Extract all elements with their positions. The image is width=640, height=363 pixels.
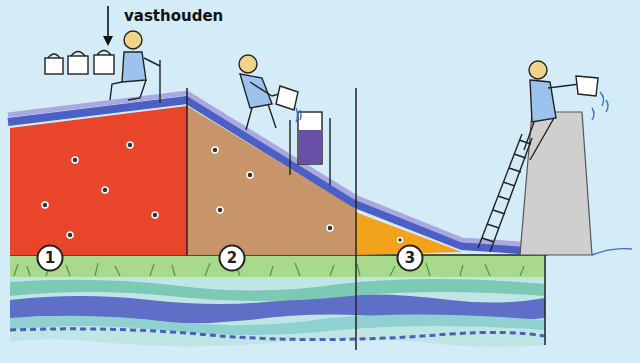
callout-circle: 2 xyxy=(218,244,246,272)
circle-shape xyxy=(398,246,423,271)
red-soil-zone xyxy=(10,106,187,255)
water-container xyxy=(290,112,330,185)
ladder xyxy=(478,134,532,252)
surface-water-light xyxy=(8,93,548,246)
circle-shape xyxy=(220,246,245,271)
grass-band xyxy=(10,255,545,277)
callout-number: 2 xyxy=(227,251,237,266)
callout-number: 3 xyxy=(405,251,415,266)
down-arrow xyxy=(103,6,113,46)
brown-soil-zone xyxy=(187,106,355,255)
dike-wall xyxy=(520,112,592,255)
person-on-ladder xyxy=(524,61,632,255)
callout-circle: 1 xyxy=(36,244,64,272)
zone-dividers xyxy=(187,88,545,350)
callout-number: 1 xyxy=(45,251,55,266)
subsoil-layers xyxy=(10,270,545,347)
surface-water xyxy=(8,100,548,252)
person-pouring xyxy=(239,55,301,130)
person-sitting xyxy=(45,31,160,103)
caption-label: vasthouden xyxy=(124,7,223,25)
callout-circle: 3 xyxy=(396,244,424,272)
circle-shape xyxy=(38,246,63,271)
